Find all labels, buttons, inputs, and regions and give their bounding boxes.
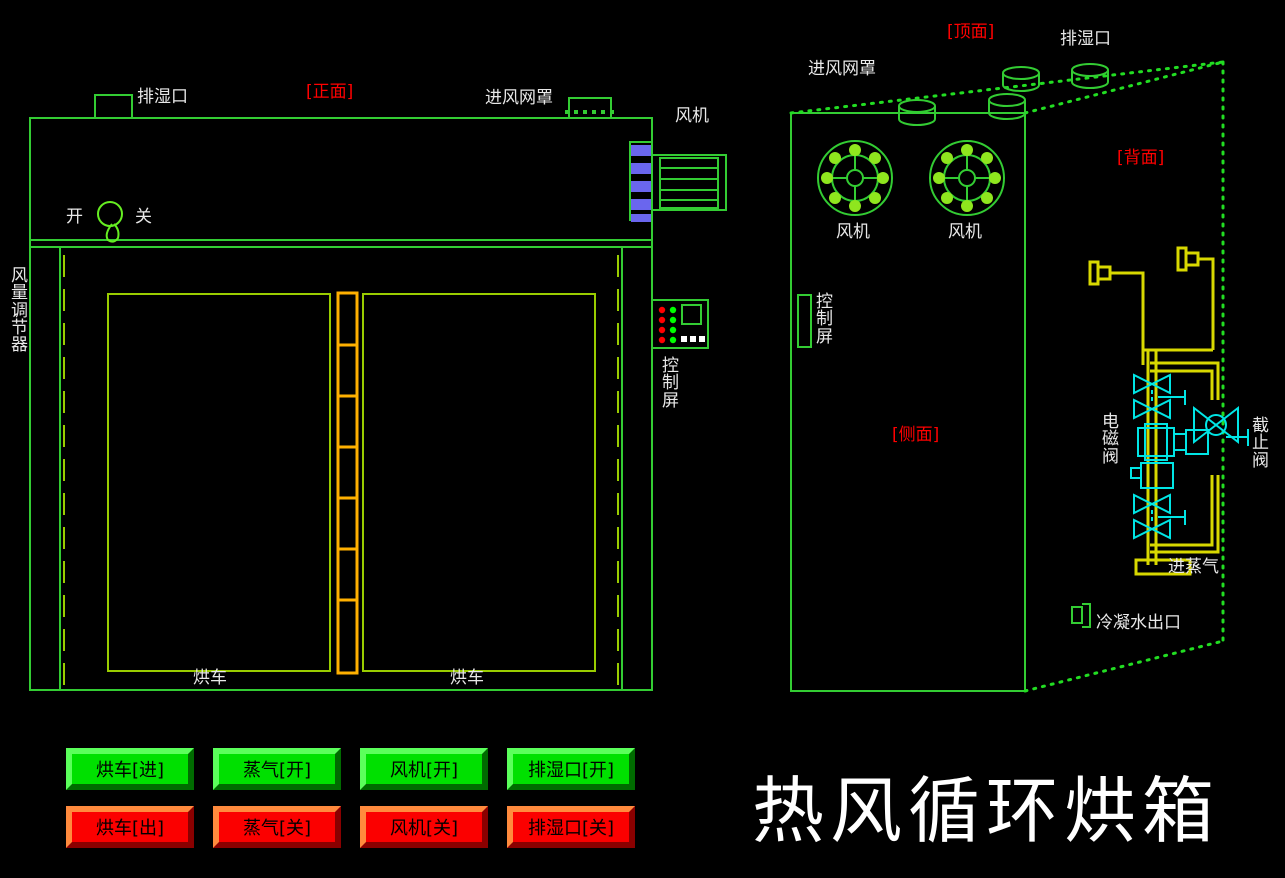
front-fan-louvers <box>629 141 653 222</box>
front-cart-chamber-left <box>107 293 331 672</box>
side-view-tag: [侧面] <box>892 425 940 445</box>
air-regulator-label: 风量调节器 <box>11 266 28 356</box>
front-fan-motor <box>651 154 727 211</box>
solenoid-valve-label: 电磁阀 <box>1102 412 1119 467</box>
front-intake-mesh-dots <box>565 110 614 114</box>
front-cabinet-outline <box>29 117 653 691</box>
button-fan-on[interactable]: 风机[开] <box>360 748 488 790</box>
front-cart-right-label: 烘车 <box>450 668 484 688</box>
button-exhaust-close-label: 排湿口[关] <box>527 818 615 839</box>
side-fan-right-label: 风机 <box>948 222 982 242</box>
control-panel-display <box>681 304 702 325</box>
side-fan-right <box>929 140 1005 216</box>
top-view-tag: [顶面] <box>947 22 995 42</box>
front-intake-mesh-label: 进风网罩 <box>485 88 553 108</box>
button-cart-out[interactable]: 烘车[出] <box>66 806 194 848</box>
side-intake-mesh-label: 进风网罩 <box>808 59 876 79</box>
side-exhaust-port-label: 排湿口 <box>1060 29 1111 49</box>
side-cabinet-outline <box>790 112 1026 692</box>
front-view-group <box>29 94 727 691</box>
button-row-on: 烘车[进] 蒸气[开] 风机[开] 排湿口[开] <box>66 748 636 790</box>
steam-inlet-label: 进蒸气 <box>1168 557 1219 577</box>
button-row-off: 烘车[出] 蒸气[关] 风机[关] 排湿口[关] <box>66 806 636 848</box>
button-cart-out-label: 烘车[出] <box>95 818 165 839</box>
front-control-panel[interactable] <box>651 299 709 349</box>
led-green-2 <box>669 316 677 324</box>
button-steam-off-label: 蒸气[关] <box>242 818 312 839</box>
side-fan-left-label: 风机 <box>836 222 870 242</box>
button-cart-in[interactable]: 烘车[进] <box>66 748 194 790</box>
top-plane-dotted-edges <box>789 60 1225 693</box>
led-red-1 <box>658 306 666 314</box>
button-exhaust-open[interactable]: 排湿口[开] <box>507 748 635 790</box>
key-2 <box>690 336 696 342</box>
damper-open-label: 开 <box>66 207 83 227</box>
condensate-outlet-shape <box>1071 603 1091 628</box>
button-steam-on[interactable]: 蒸气[开] <box>213 748 341 790</box>
button-fan-on-label: 风机[开] <box>389 760 459 781</box>
stop-valve-label: 截止阀 <box>1252 416 1269 471</box>
back-view-tag: [背面] <box>1117 148 1165 168</box>
front-intake-mesh-shape <box>568 97 612 118</box>
condensate-outlet-label: 冷凝水出口 <box>1096 613 1181 633</box>
front-cart-left-label: 烘车 <box>193 668 227 688</box>
button-exhaust-close[interactable]: 排湿口[关] <box>507 806 635 848</box>
key-3 <box>699 336 705 342</box>
front-fan-label: 风机 <box>675 106 709 126</box>
page-title: 热风循环烘箱 <box>752 769 1221 853</box>
led-green-4 <box>669 336 677 344</box>
front-view-tag: [正面] <box>306 82 354 102</box>
button-steam-on-label: 蒸气[开] <box>242 760 312 781</box>
top-exhaust-cylinders <box>898 63 1109 126</box>
side-control-screen-label: 控制屏 <box>816 292 833 347</box>
button-steam-off[interactable]: 蒸气[关] <box>213 806 341 848</box>
led-red-4 <box>658 336 666 344</box>
control-button-panel: 烘车[进] 蒸气[开] 风机[开] 排湿口[开] 烘车[出] 蒸气[关] 风机[… <box>66 748 636 850</box>
front-control-screen-label: 控制屏 <box>662 356 679 411</box>
button-fan-off-label: 风机[关] <box>389 818 459 839</box>
damper-close-label: 关 <box>135 207 152 227</box>
side-view-group <box>789 60 1249 693</box>
solenoid-valve-symbols <box>1130 373 1209 540</box>
front-center-rack <box>336 291 359 675</box>
front-exhaust-port-shape <box>94 94 133 118</box>
led-green-3 <box>669 326 677 334</box>
led-red-2 <box>658 316 666 324</box>
front-exhaust-port-label: 排湿口 <box>137 87 188 107</box>
stop-valve-symbol <box>1193 405 1249 446</box>
damper-handle-icon[interactable] <box>97 201 123 243</box>
front-cart-chamber-right <box>362 293 596 672</box>
button-cart-in-label: 烘车[进] <box>95 760 165 781</box>
button-fan-off[interactable]: 风机[关] <box>360 806 488 848</box>
side-control-screen-shape[interactable] <box>797 294 812 348</box>
button-exhaust-open-label: 排湿口[开] <box>527 760 615 781</box>
steam-piping <box>1088 246 1220 576</box>
side-fan-left <box>817 140 893 216</box>
led-red-3 <box>658 326 666 334</box>
key-1 <box>681 336 687 342</box>
led-green-1 <box>669 306 677 314</box>
